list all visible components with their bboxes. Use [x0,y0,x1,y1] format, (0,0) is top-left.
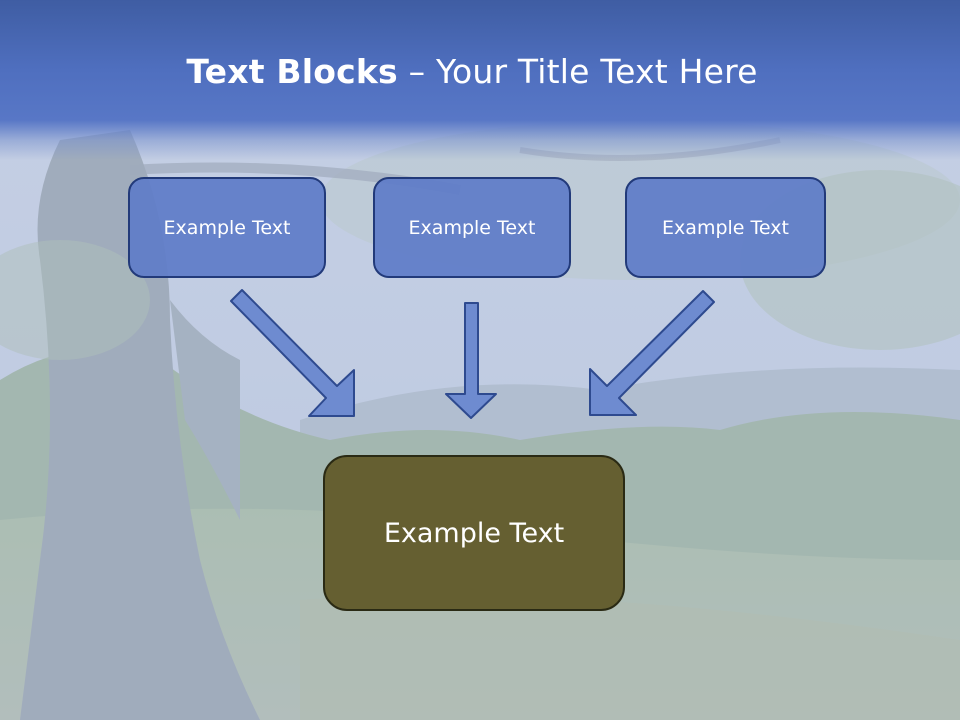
title-band [0,0,960,160]
title-dash: – [397,52,436,91]
bottom-text-box[interactable]: Example Text [323,455,625,611]
top-text-box-3[interactable]: Example Text [625,177,826,278]
top-text-box-3-label: Example Text [662,216,789,239]
title-rest: Your Title Text Here [435,52,758,91]
bottom-text-box-label: Example Text [383,517,565,549]
title-bold-part: Text Blocks [186,52,398,91]
top-text-box-2[interactable]: Example Text [373,177,571,278]
slide-title[interactable]: Text Blocks – Your Title Text Here [0,52,944,91]
top-text-box-2-label: Example Text [408,216,536,239]
top-text-box-1[interactable]: Example Text [128,177,326,278]
top-text-box-1-label: Example Text [163,216,291,239]
